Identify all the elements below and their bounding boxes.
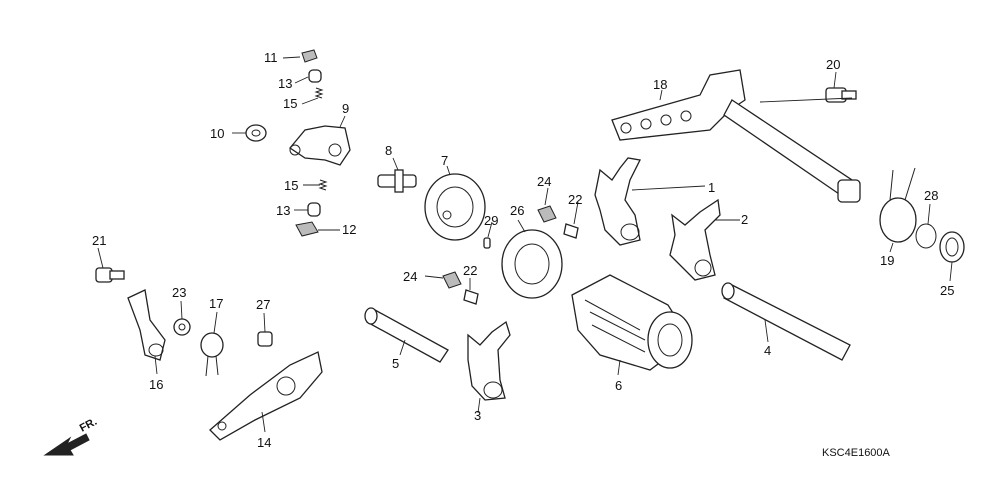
callout-8: 8 <box>385 143 392 158</box>
callout-24-upper: 24 <box>537 174 551 189</box>
callout-22-upper: 22 <box>568 192 582 207</box>
leader-lines <box>97 56 953 433</box>
part-29-pin <box>483 237 491 249</box>
callout-2: 2 <box>741 212 748 227</box>
callout-17: 17 <box>209 296 223 311</box>
callout-1: 1 <box>708 180 715 195</box>
callout-12: 12 <box>342 222 356 237</box>
callout-25: 25 <box>940 283 954 298</box>
part-10-collar <box>245 124 267 142</box>
part-14-plate <box>209 351 323 441</box>
part-13-lower-pin <box>307 202 321 217</box>
part-13-upper-pin <box>308 69 322 83</box>
callout-27: 27 <box>256 297 270 312</box>
part-17-spring <box>200 332 224 377</box>
part-22-lower-screw <box>463 289 479 305</box>
part-18-gearshift-spindle <box>611 69 861 203</box>
part-27-bolt <box>257 331 273 347</box>
callout-21: 21 <box>92 233 106 248</box>
part-21-bolt <box>95 267 125 283</box>
callout-23: 23 <box>172 285 186 300</box>
callout-13-upper: 13 <box>278 76 292 91</box>
part-22-upper-screw <box>563 223 579 239</box>
part-15-lower-spring <box>318 179 328 191</box>
front-direction-indicator: FR. <box>43 416 99 456</box>
part-11-cap <box>301 49 318 63</box>
callout-3: 3 <box>474 408 481 423</box>
callout-6: 6 <box>615 378 622 393</box>
part-8-bolt <box>377 169 417 193</box>
part-24-upper-plate <box>537 205 557 223</box>
drawing-code: KSC4E1600A <box>822 447 891 459</box>
callout-20: 20 <box>826 57 840 72</box>
part-20-bolt <box>825 87 857 103</box>
part-12-cap <box>295 221 319 237</box>
part-5-fork-shaft <box>364 307 449 363</box>
callout-labels: 11 13 15 9 10 8 7 15 13 12 29 26 24 22 2… <box>92 50 954 450</box>
callout-24-lower: 24 <box>403 269 417 284</box>
callout-5: 5 <box>392 356 399 371</box>
callout-9: 9 <box>342 101 349 116</box>
callout-16: 16 <box>149 377 163 392</box>
callout-15-lower: 15 <box>284 178 298 193</box>
callout-4: 4 <box>764 343 771 358</box>
part-2-shift-fork <box>669 198 721 281</box>
callout-11: 11 <box>264 50 278 65</box>
part-1-shift-fork <box>594 157 641 246</box>
part-7-drum-center <box>424 173 486 241</box>
callout-29: 29 <box>484 213 498 228</box>
part-16-stopper-arm <box>127 289 166 361</box>
part-28-circlip <box>915 223 937 249</box>
callout-28: 28 <box>924 188 938 203</box>
part-4-fork-shaft <box>721 282 851 361</box>
callout-7: 7 <box>441 153 448 168</box>
part-25-oil-seal <box>939 231 965 263</box>
part-26-bearing <box>501 229 563 299</box>
part-15-upper-spring <box>314 87 324 99</box>
callout-18: 18 <box>653 77 667 92</box>
callout-19: 19 <box>880 253 894 268</box>
callout-13-lower: 13 <box>276 203 290 218</box>
part-6-shift-drum <box>571 274 693 371</box>
part-23-collar <box>173 318 191 336</box>
callout-26: 26 <box>510 203 524 218</box>
part-24-lower-plate <box>442 271 462 289</box>
callout-14: 14 <box>257 435 271 450</box>
callout-22-lower: 22 <box>463 263 477 278</box>
front-label: FR. <box>78 416 99 435</box>
callout-15-upper: 15 <box>283 96 297 111</box>
callout-10: 10 <box>210 126 224 141</box>
part-9-stopper-arm <box>289 125 351 166</box>
part-3-shift-fork <box>467 320 511 401</box>
front-arrow-icon <box>43 433 90 456</box>
part-19-return-spring <box>879 167 917 243</box>
